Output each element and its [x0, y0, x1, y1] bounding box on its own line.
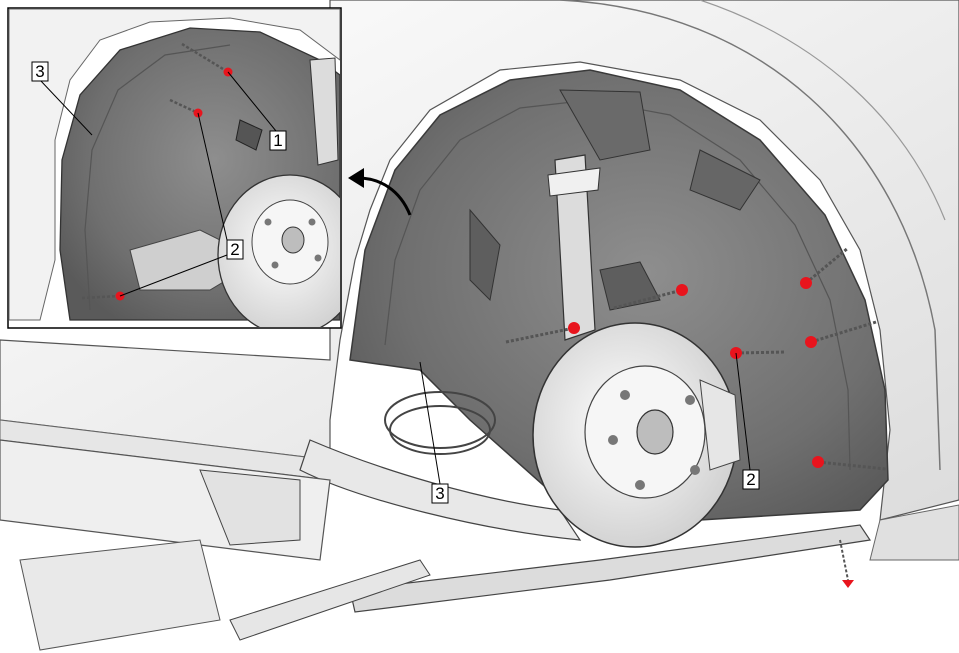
- inset-detail-view: 1 2 3: [7, 7, 342, 329]
- callout-box-3: [431, 483, 449, 504]
- inset-callout-box-1: [269, 130, 287, 151]
- curved-arrow-icon: [348, 168, 412, 216]
- fastener-head: [676, 284, 688, 296]
- callout-label-2: 2: [746, 470, 755, 489]
- fastener-head: [800, 277, 812, 289]
- fastener-head: [568, 322, 580, 334]
- fasteners-main: [505, 246, 887, 588]
- wheelhouse-liner: [349, 69, 889, 521]
- fastener-head: [805, 336, 817, 348]
- inset-callout-label-3: 3: [35, 62, 44, 81]
- brake-disc: [532, 322, 741, 548]
- inset-callout-label-2: 2: [230, 240, 239, 259]
- inset-callout-box-3: [31, 61, 49, 82]
- callout-box-2: [742, 469, 760, 490]
- inset-callout-box-2: [226, 239, 244, 260]
- main-callouts: 3 2: [419, 352, 760, 504]
- inset-callout-label-1: 1: [273, 131, 282, 150]
- callout-label-3: 3: [435, 484, 444, 503]
- vehicle-body: [0, 0, 959, 561]
- fastener-head: [812, 456, 824, 468]
